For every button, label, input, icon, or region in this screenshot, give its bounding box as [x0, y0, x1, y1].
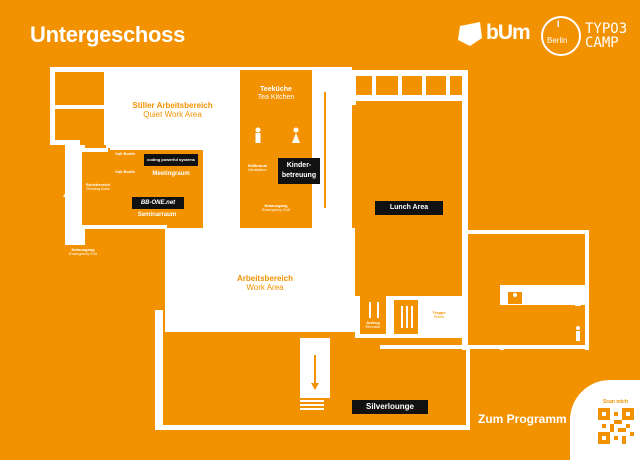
room-call-booth-2 [112, 168, 138, 186]
label-emergency-left-de: Notausgang [71, 247, 95, 252]
restroom-male-icon [255, 127, 261, 133]
stairs-icon [401, 306, 413, 328]
label-silverlounge: Silverlounge [352, 400, 428, 414]
label-rest-de: Ruhebereich [85, 182, 111, 187]
typo3-logo-berlin: Berlin [547, 36, 568, 45]
label-rest-en: Resting Area [86, 186, 110, 192]
wheelchair-icon [513, 293, 517, 297]
qr-code-icon[interactable] [598, 408, 634, 444]
restroom-female-icon-2 [576, 293, 580, 297]
label-call-booth-1: Call Booth [115, 151, 135, 156]
floor-rest-corridor [65, 145, 85, 245]
label-lunch: Lunch Area [375, 201, 443, 215]
typo3-logo-line2: CAMP [585, 35, 619, 51]
scan-label: Scan mich [603, 399, 629, 405]
label-emergency-right-de: Notausgang [264, 203, 288, 208]
label-seminar: Seminarraum [137, 212, 177, 218]
typo3-logo-i: I [557, 19, 560, 29]
room-lunch [356, 104, 462, 294]
label-elevator-de: Aufzug [366, 320, 380, 325]
room-emergency-right [240, 192, 312, 226]
typo3-badge-icon [541, 16, 581, 56]
room-call-booth-1 [112, 150, 138, 168]
label-quiet-work-de: Stiller Arbeitsbereich [132, 101, 213, 110]
wall-left [50, 67, 55, 142]
program-link[interactable]: Zum Programm [478, 412, 567, 426]
label-stairs-de: Treppe [432, 310, 446, 315]
room-meditation [240, 152, 275, 188]
room-elevator [360, 296, 386, 334]
label-meeting: Meetingraum [152, 171, 190, 177]
label-call-booth-2: Call Booth [115, 169, 135, 174]
childcare-label-box: Kinder- betreuung [278, 158, 320, 184]
restroom-female-icon [293, 127, 299, 133]
typo3-camp-logo: I Berlin TYPO3 CAMP [541, 16, 636, 60]
wall-top [50, 67, 352, 72]
label-quiet-work-en: Quiet Work Area [143, 109, 202, 119]
room-tea-kitchen [240, 70, 312, 120]
label-emergency-right-en: Emergency Exit [261, 207, 290, 213]
label-stairs-en: Stairs [433, 314, 445, 320]
label-elevator-en: Elevator [365, 324, 381, 330]
bum-logo-text: bUm [486, 21, 531, 44]
bum-logo-icon [458, 22, 482, 46]
room-restrooms [240, 124, 312, 148]
meeting-sponsor-logo: coding powerful systems [144, 154, 198, 166]
label-childcare-2: betreuung [281, 172, 317, 179]
restroom-male-icon-2 [576, 326, 580, 330]
label-work-en: Work Area [246, 282, 284, 292]
label-emergency-left-en: Emergency Exit [68, 251, 97, 257]
page-title: Untergeschoss [30, 22, 186, 47]
label-meditation-en: Meditation [248, 167, 267, 173]
label-work-de: Arbeitsbereich [236, 274, 294, 283]
floor-work-area [165, 228, 355, 332]
label-meditation-de: Stillbraum [247, 163, 268, 168]
arrow-up-down-icon [369, 302, 379, 318]
label-tea-kitchen-en: Tea Kitchen [257, 93, 295, 101]
floor-mid-corridor [203, 145, 238, 230]
label-childcare-1: Kinder- [286, 162, 312, 169]
typo3-logo-line1: TYPO3 [585, 21, 628, 37]
label-tea-kitchen-de: Teeküche [260, 86, 292, 93]
floor-quiet-area [106, 70, 236, 150]
bum-logo: bUm [456, 20, 532, 50]
seminar-sponsor-logo: BB-ONE.net [132, 197, 184, 209]
